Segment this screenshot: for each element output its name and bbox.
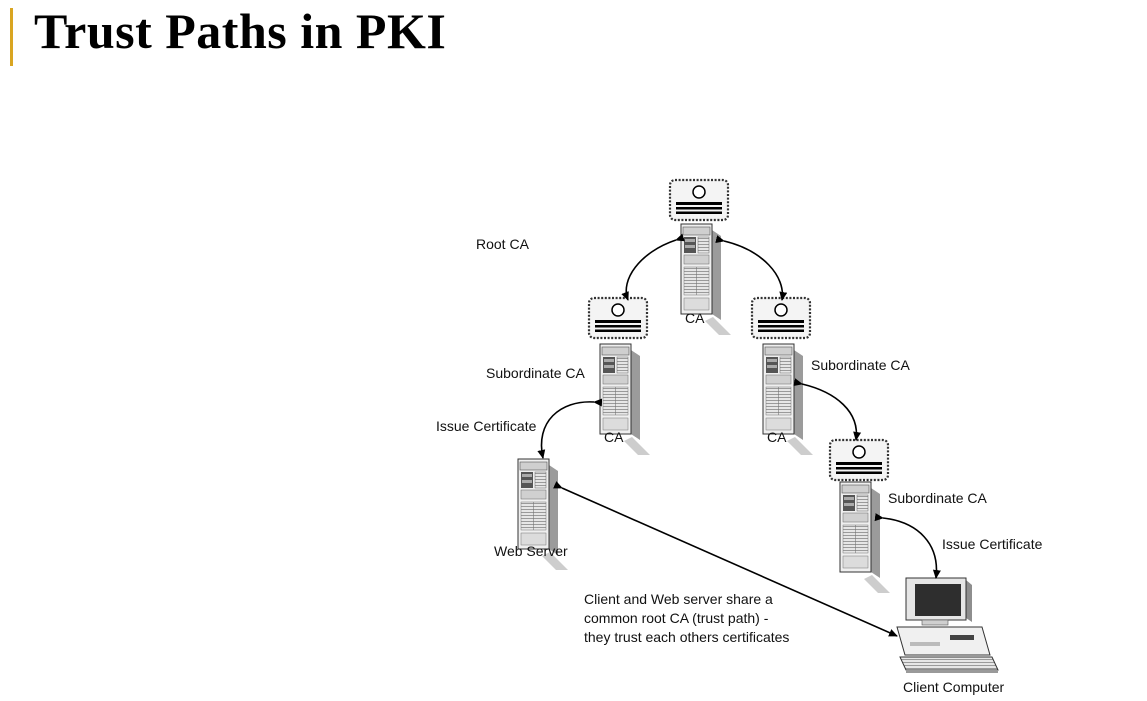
right-subordinate-certificate-icon: [750, 296, 812, 340]
issue-certificate-right-label: Issue Certificate: [942, 536, 1043, 552]
trust-note-line: common root CA (trust path) -: [584, 610, 769, 626]
right-ca-server-label: CA: [767, 429, 787, 445]
lower-subordinate-certificate-icon: [828, 438, 890, 482]
root-certificate-icon: [668, 178, 730, 222]
lower-sub-issue-arrow: [874, 513, 941, 579]
root-to-right-sub-arrow: [715, 235, 788, 301]
client-computer-icon: [896, 577, 999, 673]
issue-certificate-left-label: Issue Certificate: [436, 418, 537, 434]
client-computer-label: Client Computer: [903, 679, 1005, 695]
root-to-left-sub-arrow: [621, 233, 685, 301]
lower-subordinate-ca-label: Subordinate CA: [888, 490, 987, 506]
title-accent-bar: [10, 8, 13, 66]
trust-note-line: they trust each others certificates: [584, 629, 790, 645]
trust-path-arrow: [553, 481, 898, 637]
page-title: Trust Paths in PKI: [34, 3, 447, 59]
trust-note-line: Client and Web server share a: [584, 591, 773, 607]
right-subordinate-ca-label: Subordinate CA: [811, 357, 910, 373]
left-subordinate-ca-label: Subordinate CA: [486, 365, 585, 381]
lower-sub-ca-server-icon: [839, 481, 891, 594]
root-ca-server-label: CA: [685, 310, 705, 326]
trust-path-note: Client and Web server share a common roo…: [584, 590, 789, 647]
web-server-label: Web Server: [494, 543, 568, 559]
root-ca-label: Root CA: [476, 236, 529, 252]
left-sub-issue-arrow: [537, 398, 603, 459]
left-subordinate-certificate-icon: [587, 296, 649, 340]
left-ca-server-label: CA: [604, 429, 624, 445]
right-to-lower-sub-arrow: [793, 378, 862, 441]
